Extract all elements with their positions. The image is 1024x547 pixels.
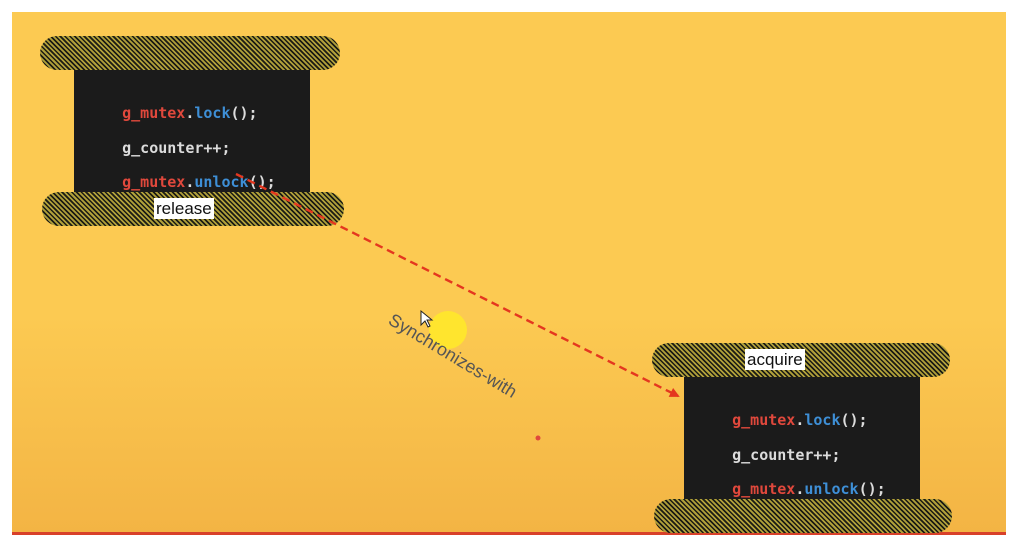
code-line-lock: g_mutex.lock(); xyxy=(696,393,868,447)
code-line-lock: g_mutex.lock(); xyxy=(86,86,258,140)
dot: . xyxy=(185,104,195,122)
bottom-cap-b xyxy=(654,499,952,533)
call-parens: (); xyxy=(840,411,868,429)
release-label: release xyxy=(154,198,214,219)
mutex-variable: g_mutex xyxy=(732,480,796,498)
slide-bottom-bar xyxy=(12,532,1006,535)
lock-function: lock xyxy=(804,411,841,429)
unlock-function: unlock xyxy=(804,480,859,498)
mutex-variable: g_mutex xyxy=(122,104,186,122)
call-parens: (); xyxy=(230,104,258,122)
unlock-function: unlock xyxy=(194,173,249,191)
laser-dot xyxy=(535,435,541,441)
mutex-variable: g_mutex xyxy=(122,173,186,191)
call-parens: (); xyxy=(248,173,276,191)
call-parens: (); xyxy=(858,480,886,498)
cursor-highlight xyxy=(429,311,467,349)
code-line-unlock: g_mutex.unlock(); xyxy=(696,462,886,516)
code-block-a: g_mutex.lock(); g_counter++; g_mutex.unl… xyxy=(74,70,310,192)
counter-increment: g_counter++; xyxy=(732,446,841,464)
code-line-unlock: g_mutex.unlock(); xyxy=(86,155,276,209)
acquire-label: acquire xyxy=(745,349,805,370)
code-line-increment: g_counter++; xyxy=(696,428,841,482)
mouse-pointer-icon xyxy=(420,309,434,328)
mutex-variable: g_mutex xyxy=(732,411,796,429)
dot: . xyxy=(795,480,805,498)
lock-function: lock xyxy=(194,104,231,122)
counter-increment: g_counter++; xyxy=(122,139,231,157)
dot: . xyxy=(185,173,195,191)
top-cap-a xyxy=(40,36,340,70)
dot: . xyxy=(795,411,805,429)
synchronizes-with-arrow xyxy=(235,172,680,398)
code-line-increment: g_counter++; xyxy=(86,121,231,175)
code-block-b: g_mutex.lock(); g_counter++; g_mutex.unl… xyxy=(684,377,920,499)
